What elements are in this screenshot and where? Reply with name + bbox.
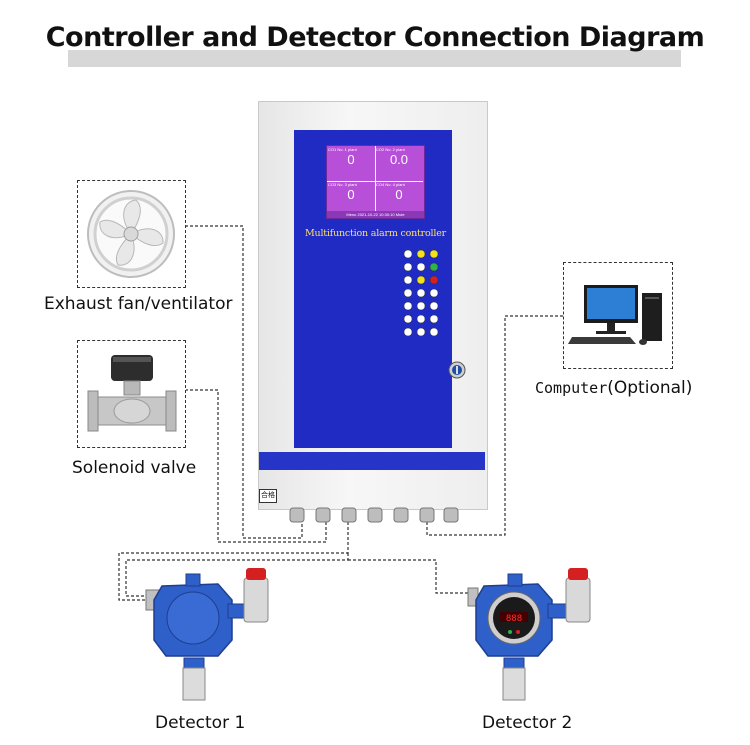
lcd-status-line: Menu 2021-10-22 10:30:10 Mute <box>327 211 424 218</box>
wire-detector1-a <box>118 522 349 601</box>
lcd-channel-1-value: 0 <box>347 152 355 167</box>
lcd-channel-3: CO3 No. 3 plant 0 <box>327 181 376 211</box>
key <box>429 288 439 298</box>
key <box>403 249 413 259</box>
key <box>429 275 439 285</box>
controller-panel-title: Multifunction alarm controller <box>305 228 446 239</box>
lcd-channel-4: CO4 No. 4 plant 0 <box>375 181 423 211</box>
key <box>403 262 413 272</box>
key <box>429 249 439 259</box>
wire-detector1-b <box>125 553 349 597</box>
fan-label: Exhaust fan/ventilator <box>44 294 233 314</box>
cable-glands <box>289 507 459 523</box>
wire-valve <box>185 389 327 543</box>
lcd-channel-4-value: 0 <box>395 187 403 202</box>
key <box>429 262 439 272</box>
computer-icon <box>568 285 662 345</box>
exhaust-fan-icon <box>87 190 175 278</box>
key <box>403 314 413 324</box>
computer-label: Computer(Optional) <box>535 378 692 398</box>
wire-detector2 <box>348 559 472 594</box>
key <box>416 288 426 298</box>
key <box>416 301 426 311</box>
key <box>403 327 413 337</box>
page-title: Controller and Detector Connection Diagr… <box>45 22 705 53</box>
detector-1-label: Detector 1 <box>155 713 246 733</box>
cable-gland <box>367 507 383 523</box>
svg-text:888: 888 <box>506 614 522 624</box>
lcd-channel-1: CO1 No. 1 plant 0 <box>327 146 376 182</box>
key <box>429 301 439 311</box>
key <box>403 301 413 311</box>
computer-label-optional: (Optional) <box>607 378 693 398</box>
detector-2-label: Detector 2 <box>482 713 573 733</box>
key <box>416 327 426 337</box>
key <box>403 275 413 285</box>
key <box>416 314 426 324</box>
lcd-channel-4-head: CO4 No. 4 plant <box>376 182 405 187</box>
key <box>403 288 413 298</box>
qc-stamp: 合格 <box>259 489 277 503</box>
lcd-channel-1-head: CO1 No. 1 plant <box>328 147 357 152</box>
wire-fan <box>185 225 303 539</box>
controller-keypad <box>403 249 439 337</box>
wire-computer <box>426 315 563 536</box>
detector-2-icon: 888 <box>467 568 591 701</box>
cable-gland <box>341 507 357 523</box>
computer-label-text: Computer <box>535 379 608 397</box>
key <box>416 262 426 272</box>
lcd-channel-2: CO2 No. 2 plant 0.0 <box>375 146 423 182</box>
fan-frame <box>77 180 186 288</box>
controller-blue-stripe <box>259 452 485 470</box>
detector-1-icon <box>145 568 269 701</box>
cable-gland <box>419 507 435 523</box>
cable-gland <box>393 507 409 523</box>
lcd-channel-3-head: CO3 No. 3 plant <box>328 182 357 187</box>
lcd-channel-3-value: 0 <box>347 187 355 202</box>
computer-frame <box>563 262 673 369</box>
cable-gland <box>289 507 305 523</box>
title-underline-band <box>68 50 681 67</box>
key <box>416 249 426 259</box>
controller-lcd: CO1 No. 1 plant 0 CO2 No. 2 plant 0.0 CO… <box>326 145 425 219</box>
valve-frame <box>77 340 186 448</box>
key <box>429 314 439 324</box>
key <box>429 327 439 337</box>
lcd-channel-2-head: CO2 No. 2 plant <box>376 147 405 152</box>
lock-icon <box>448 361 466 379</box>
key <box>416 275 426 285</box>
cable-gland <box>443 507 459 523</box>
solenoid-valve-icon <box>87 355 177 432</box>
valve-label: Solenoid valve <box>72 458 197 478</box>
cable-gland <box>315 507 331 523</box>
lcd-channel-2-value: 0.0 <box>389 152 409 167</box>
